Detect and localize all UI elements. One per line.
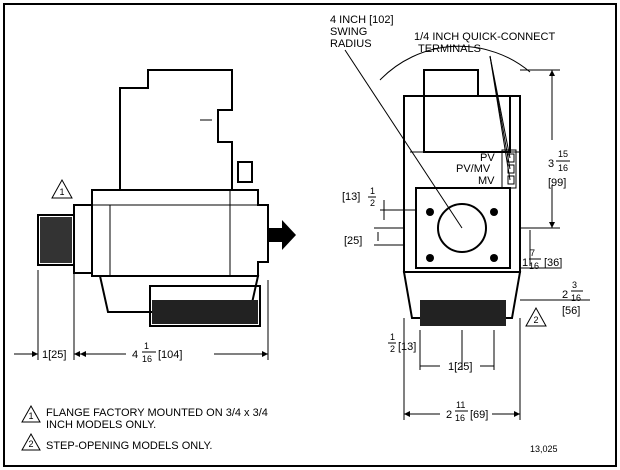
dim-36-num: 7 <box>530 248 535 258</box>
dim-length-whole: 4 <box>132 349 138 361</box>
dim-arrow <box>32 351 38 357</box>
drawing-border <box>3 3 617 467</box>
swing-radius-leader <box>344 49 463 229</box>
dim-36-whole: 1 <box>522 257 528 269</box>
dim-arrow <box>74 351 80 357</box>
terminal-pv-label: PV <box>480 152 495 164</box>
left-view-knob <box>237 161 253 183</box>
note-1-marker: 1 <box>28 411 33 421</box>
dim-height-whole: 3 <box>548 158 554 170</box>
note-2-line1: STEP-OPENING MODELS ONLY. <box>46 440 212 452</box>
left-view-top-housing <box>119 69 233 191</box>
right-view-outlet-circle <box>437 203 487 253</box>
dim-width-den: 16 <box>455 413 465 423</box>
right-view-top-housing <box>423 69 511 153</box>
terminals-line2: TERMINALS <box>418 43 481 55</box>
left-view-step-unit <box>149 285 261 327</box>
dim-half-den: 2 <box>390 344 395 354</box>
dim-half-mm: [13] <box>398 341 416 353</box>
left-view: 1 1[25] 4 1 16 [104] <box>14 69 296 364</box>
dim-width-num: 11 <box>456 400 465 410</box>
note-triangle-1-left <box>51 178 73 199</box>
dim-arrow <box>80 351 86 357</box>
dim-length-num: 1 <box>144 341 149 351</box>
left-view-main-body <box>91 189 269 277</box>
dim-13-num: 1 <box>370 186 375 196</box>
note-2-triangle <box>21 432 41 451</box>
notes: 1 FLANGE FACTORY MOUNTED ON 3/4 x 3/4 IN… <box>21 404 558 454</box>
dim-56-mm: [56] <box>562 305 580 317</box>
dim-length-den: 16 <box>142 354 152 364</box>
dim-arrow <box>549 70 555 76</box>
note-triangle-2-right <box>525 306 547 327</box>
left-view-flange-collar <box>73 204 93 274</box>
note-triangle-2-label: 2 <box>533 315 538 325</box>
note-2-marker: 2 <box>28 439 33 449</box>
dim-width-whole: 2 <box>446 409 452 421</box>
note-1-line1: FLANGE FACTORY MOUNTED ON 3/4 x 3/4 <box>46 407 268 419</box>
dim-length-mm: [104] <box>158 349 182 361</box>
swing-radius-line2: SWING <box>330 26 367 38</box>
dim-1-25-bottom: 1[25] <box>448 361 472 373</box>
dim-height-mm: [99] <box>548 177 566 189</box>
terminal-mv <box>507 175 515 185</box>
note-1-line2: INCH MODELS ONLY. <box>46 419 156 431</box>
swing-radius-line3: RADIUS <box>330 38 372 50</box>
terminal-mv-label: MV <box>478 175 495 187</box>
swing-radius-arc <box>379 45 531 81</box>
terminal-pv-mv-label: PV/MV <box>456 163 491 175</box>
dim-arrow <box>262 351 268 357</box>
flow-arrow <box>268 220 296 250</box>
terminal-leader <box>489 55 511 181</box>
dim-width-mm: [69] <box>470 409 488 421</box>
drawing-number: 13,025 <box>530 444 558 454</box>
dim-36-den: 16 <box>529 261 539 271</box>
note-triangle-1-label: 1 <box>59 187 64 197</box>
dim-arrow <box>514 411 520 417</box>
bolt-hole <box>426 208 434 216</box>
dim-56-whole: 2 <box>562 289 568 301</box>
dim-arrow <box>404 411 410 417</box>
dim-56-num: 3 <box>572 280 577 290</box>
dim-13-mm: [13] <box>342 191 360 203</box>
right-view-lower-body <box>402 271 522 319</box>
dim-arrow <box>549 222 555 228</box>
dim-36-mm: [36] <box>544 257 562 269</box>
dim-height-den: 16 <box>558 163 568 173</box>
left-view-step-unit-fill <box>152 300 258 324</box>
swing-radius-line1: 4 INCH [102] <box>330 14 394 26</box>
bolt-hole <box>490 254 498 262</box>
bolt-hole <box>490 208 498 216</box>
dim-height-num: 15 <box>558 149 568 159</box>
dim-56-den: 16 <box>571 293 581 303</box>
right-view-face-plate <box>415 187 511 269</box>
left-view-flange-fill <box>40 217 72 263</box>
dim-13-den: 2 <box>370 198 375 208</box>
dim-flange-label: 1[25] <box>42 349 66 361</box>
right-view-step-unit <box>420 300 506 326</box>
bolt-hole <box>426 254 434 262</box>
note-1-triangle <box>21 404 41 423</box>
dim-half-num: 1 <box>390 332 395 342</box>
right-view: PV PV/MV MV 4 INCH [102] SWING RADIUS 1/… <box>330 14 590 423</box>
dim-25-side: [25] <box>344 235 362 247</box>
terminals-line1: 1/4 INCH QUICK-CONNECT <box>414 31 555 43</box>
